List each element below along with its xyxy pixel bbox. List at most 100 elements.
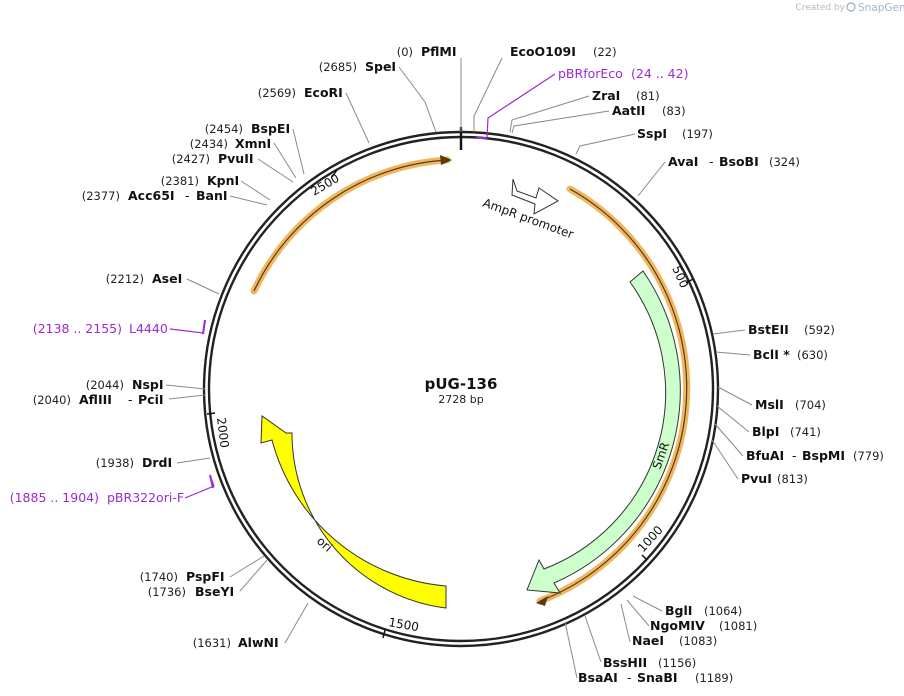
site-name[interactable]: KpnI bbox=[207, 173, 239, 188]
site-name[interactable]: BssHII bbox=[603, 655, 647, 670]
site-name[interactable]: BglI bbox=[665, 603, 692, 618]
leader-bcli bbox=[715, 351, 751, 356]
leader-avai bbox=[637, 161, 666, 197]
primer-name[interactable]: L4440 bbox=[129, 321, 168, 336]
site-pos: (2377) bbox=[82, 189, 120, 203]
site-name-alt[interactable]: PciI bbox=[138, 392, 164, 407]
leader-nspi bbox=[165, 384, 206, 390]
site-pos: (2569) bbox=[258, 86, 296, 100]
site-name[interactable]: NspI bbox=[132, 377, 164, 392]
site-name[interactable]: BsaAI bbox=[578, 670, 618, 685]
primer-pbr322ori-f-mark bbox=[209, 474, 214, 489]
site-pos: (324) bbox=[769, 155, 800, 169]
site-name[interactable]: BfuAI bbox=[746, 448, 784, 463]
site-pos: (81) bbox=[636, 89, 660, 103]
site-name[interactable]: ZraI bbox=[592, 88, 620, 103]
site-name[interactable]: PspFI bbox=[186, 569, 225, 584]
site-pos: (2212) bbox=[106, 272, 144, 286]
site-name[interactable]: PflMI bbox=[421, 44, 457, 59]
ruler-tick-1000 bbox=[641, 554, 648, 561]
site-pos: (704) bbox=[795, 398, 826, 412]
leader-kpni bbox=[240, 180, 271, 201]
leader-ngomiv bbox=[626, 599, 650, 627]
site-name-alt[interactable]: BanI bbox=[196, 188, 228, 203]
leader-pvui bbox=[711, 439, 739, 480]
site-name[interactable]: XmnI bbox=[235, 136, 271, 151]
leader-blpi bbox=[716, 405, 750, 433]
leader-bsshii bbox=[584, 615, 602, 663]
site-pos: (1156) bbox=[658, 656, 696, 670]
leader-aatii bbox=[511, 110, 610, 134]
leader-acc65i bbox=[229, 195, 268, 206]
leader-pbrforeco bbox=[476, 73, 556, 139]
leader-drdi bbox=[176, 457, 211, 464]
site-name[interactable]: Acc65I bbox=[128, 188, 175, 203]
site-name[interactable]: AlwNI bbox=[238, 635, 279, 650]
site-name[interactable]: EcoRI bbox=[304, 85, 343, 100]
site-pos: (197) bbox=[682, 127, 713, 141]
orf-left-halo bbox=[250, 156, 451, 295]
site-pos: (2454) bbox=[205, 122, 243, 136]
ampr-promoter-label: AmpR promoter bbox=[481, 196, 575, 242]
site-name[interactable]: DrdI bbox=[142, 455, 172, 470]
ruler-tick-2500 bbox=[331, 169, 338, 178]
site-labels: (0) PflMI EcoO109I (22) pBRforEco (24 ..… bbox=[10, 44, 884, 685]
primer-name[interactable]: pBR322ori-F bbox=[107, 490, 184, 505]
ori-arrow bbox=[260, 415, 447, 609]
site-name[interactable]: AseI bbox=[152, 271, 182, 286]
site-name[interactable]: NgoMIV bbox=[650, 618, 705, 633]
leader-sspi bbox=[575, 133, 636, 155]
site-separator: - bbox=[185, 188, 190, 203]
site-pos: (2685) bbox=[319, 60, 357, 74]
leader-bsaai bbox=[564, 621, 578, 679]
site-name-alt[interactable]: BsoBI bbox=[719, 154, 759, 169]
leader-msli bbox=[717, 386, 753, 406]
smr-arrow bbox=[526, 270, 681, 594]
site-pos: (2427) bbox=[172, 152, 210, 166]
leader-zrai bbox=[509, 95, 590, 133]
site-name[interactable]: BspEI bbox=[251, 121, 290, 136]
site-pos: (1740) bbox=[140, 570, 178, 584]
site-name[interactable]: AflIII bbox=[79, 392, 112, 407]
site-pos: (630) bbox=[797, 348, 828, 362]
leader-bseyi bbox=[239, 559, 268, 592]
site-name[interactable]: BstEII bbox=[748, 322, 789, 337]
site-name[interactable]: MslI bbox=[755, 397, 784, 412]
snapgene-logo-icon bbox=[846, 2, 856, 12]
site-name-alt[interactable]: SnaBI bbox=[637, 670, 678, 685]
leader-naei bbox=[620, 603, 631, 643]
primer-pos: (2138 .. 2155) bbox=[33, 321, 122, 336]
watermark-brand: SnapGene bbox=[858, 2, 904, 14]
site-name[interactable]: PvuII bbox=[218, 151, 254, 166]
site-pos: (1064) bbox=[704, 604, 742, 618]
site-name-alt[interactable]: BspMI bbox=[802, 448, 845, 463]
site-name[interactable]: BseYI bbox=[195, 584, 234, 599]
leader-pvuii bbox=[257, 158, 294, 183]
site-name[interactable]: EcoO109I bbox=[510, 44, 576, 59]
primer-name[interactable]: pBRforEco bbox=[558, 66, 623, 81]
site-name[interactable]: AatII bbox=[612, 103, 645, 118]
site-pos: (0) bbox=[397, 45, 413, 59]
site-pos: (83) bbox=[662, 104, 686, 118]
site-name[interactable]: AvaI bbox=[668, 154, 698, 169]
site-name[interactable]: BclI * bbox=[753, 347, 790, 362]
site-pos: (779) bbox=[853, 449, 884, 463]
site-name[interactable]: BlpI bbox=[752, 424, 779, 439]
site-separator: - bbox=[627, 670, 632, 685]
leader-bsteii bbox=[712, 329, 746, 335]
orf-left-line bbox=[253, 159, 448, 292]
site-pos: (1189) bbox=[695, 671, 733, 685]
leader-xmni bbox=[273, 142, 297, 179]
site-name[interactable]: NaeI bbox=[632, 633, 664, 648]
site-name[interactable]: PvuI bbox=[741, 471, 772, 486]
leader-pspfi bbox=[229, 555, 265, 578]
primer-pos: (24 .. 42) bbox=[631, 66, 688, 81]
leader-asei bbox=[186, 278, 220, 295]
site-name[interactable]: SspI bbox=[637, 126, 667, 141]
leader-lines bbox=[165, 57, 753, 679]
leader-spei bbox=[398, 66, 437, 133]
ruler-tick-1500 bbox=[382, 629, 386, 639]
site-name[interactable]: SpeI bbox=[365, 59, 396, 74]
site-pos: (2044) bbox=[86, 378, 124, 392]
leader-alwni bbox=[284, 602, 309, 644]
